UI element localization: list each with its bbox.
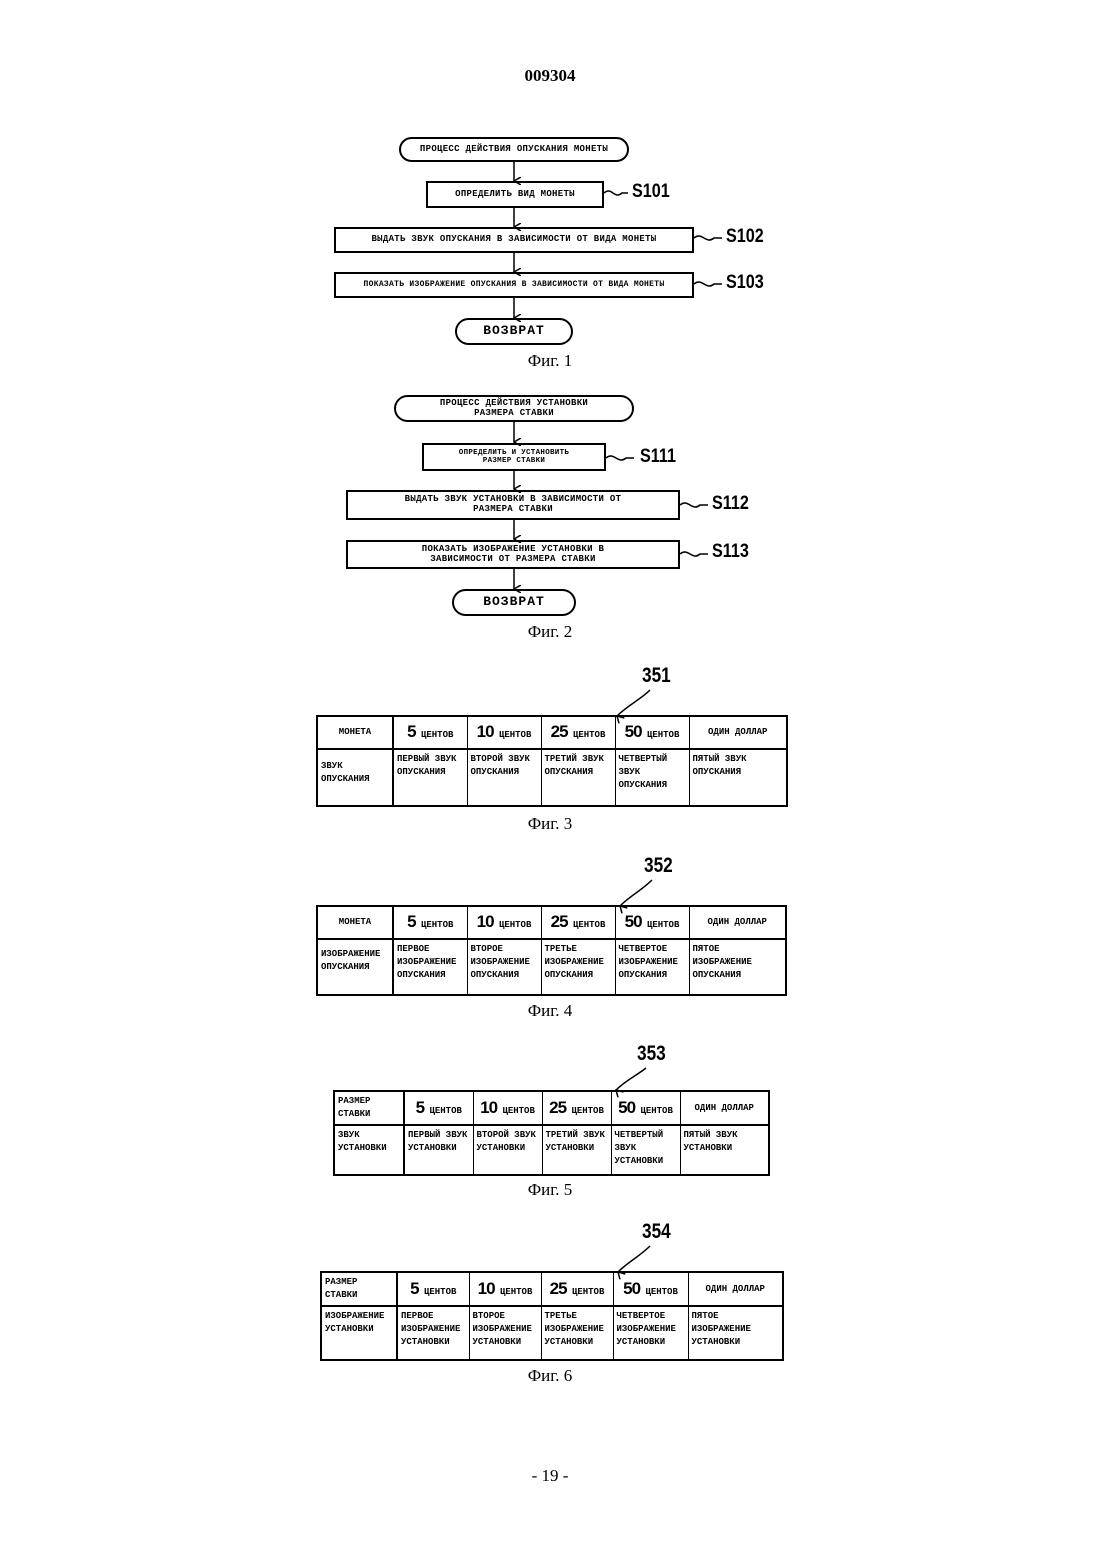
- table-353: РАЗМЕР СТАВКИ 5 ЦЕНТОВ 10 ЦЕНТОВ 25 ЦЕНТ…: [333, 1090, 770, 1176]
- table-354-col-50: 50 ЦЕНТОВ: [613, 1272, 688, 1306]
- fig2-caption: Фиг. 2: [450, 622, 650, 642]
- table-354-col-dollar: ОДИН ДОЛЛАР: [688, 1272, 783, 1306]
- fig1-return-terminal: ВОЗВРАТ: [455, 318, 573, 345]
- fig2-step-s112: ВЫДАТЬ ЗВУК УСТАНОВКИ В ЗАВИСИМОСТИ ОТ Р…: [346, 490, 680, 520]
- fig2-start-terminal: ПРОЦЕСС ДЕЙСТВИЯ УСТАНОВКИ РАЗМЕРА СТАВК…: [394, 395, 634, 422]
- table-353-col-dollar: ОДИН ДОЛЛАР: [680, 1091, 769, 1125]
- table-352-cell: ПЕРВОЕ ИЗОБРАЖЕНИЕ ОПУСКАНИЯ: [393, 939, 467, 995]
- fig1-caption: Фиг. 1: [450, 351, 650, 371]
- table-352-cell: ВТОРОЕ ИЗОБРАЖЕНИЕ ОПУСКАНИЯ: [467, 939, 541, 995]
- table-351-col-25: 25 ЦЕНТОВ: [541, 716, 615, 749]
- table-351-col-5: 5 ЦЕНТОВ: [393, 716, 467, 749]
- table-353-col-5: 5 ЦЕНТОВ: [404, 1091, 473, 1125]
- table-354-row-first: ИЗОБРАЖЕНИЕ УСТАНОВКИ: [321, 1306, 397, 1360]
- fig3-caption: Фиг. 3: [450, 814, 650, 834]
- table-351-cell: ТРЕТИЙ ЗВУК ОПУСКАНИЯ: [541, 749, 615, 806]
- table-352-col-50: 50 ЦЕНТОВ: [615, 906, 689, 939]
- table-354-cell: ПЯТОЕ ИЗОБРАЖЕНИЕ УСТАНОВКИ: [688, 1306, 783, 1360]
- fig2-label-s111: S111: [640, 446, 676, 468]
- table-351-cell: ПЯТЫЙ ЗВУК ОПУСКАНИЯ: [689, 749, 787, 806]
- fig1-step-s101: ОПРЕДЕЛИТЬ ВИД МОНЕТЫ: [426, 181, 604, 208]
- fig2-return-terminal: ВОЗВРАТ: [452, 589, 576, 616]
- table-352-ref: 352: [644, 854, 673, 878]
- table-354-cell: ВТОРОЕ ИЗОБРАЖЕНИЕ УСТАНОВКИ: [469, 1306, 541, 1360]
- table-351-col-dollar: ОДИН ДОЛЛАР: [689, 716, 787, 749]
- page-number: - 19 -: [0, 1466, 1100, 1486]
- fig4-caption: Фиг. 4: [450, 1001, 650, 1021]
- table-351-cell: ВТОРОЙ ЗВУК ОПУСКАНИЯ: [467, 749, 541, 806]
- table-354-cell: ЧЕТВЕРТОЕ ИЗОБРАЖЕНИЕ УСТАНОВКИ: [613, 1306, 688, 1360]
- table-354: РАЗМЕР СТАВКИ 5 ЦЕНТОВ 10 ЦЕНТОВ 25 ЦЕНТ…: [320, 1271, 784, 1361]
- table-353-col-25: 25 ЦЕНТОВ: [542, 1091, 611, 1125]
- fig1-label-s102: S102: [726, 226, 764, 248]
- fig2-label-s113: S113: [712, 541, 749, 563]
- table-352-cell: ТРЕТЬЕ ИЗОБРАЖЕНИЕ ОПУСКАНИЯ: [541, 939, 615, 995]
- fig5-caption: Фиг. 5: [450, 1180, 650, 1200]
- table-353-header-first: РАЗМЕР СТАВКИ: [334, 1091, 404, 1125]
- table-354-col-10: 10 ЦЕНТОВ: [469, 1272, 541, 1306]
- fig1-start-terminal: ПРОЦЕСС ДЕЙСТВИЯ ОПУСКАНИЯ МОНЕТЫ: [399, 137, 629, 162]
- fig1-label-s101: S101: [632, 181, 670, 203]
- fig2-label-s112: S112: [712, 493, 749, 515]
- table-351: МОНЕТА 5 ЦЕНТОВ 10 ЦЕНТОВ 25 ЦЕНТОВ 50 Ц…: [316, 715, 788, 807]
- table-352-col-25: 25 ЦЕНТОВ: [541, 906, 615, 939]
- fig1-label-s103: S103: [726, 272, 764, 294]
- table-352: МОНЕТА 5 ЦЕНТОВ 10 ЦЕНТОВ 25 ЦЕНТОВ 50 Ц…: [316, 905, 787, 996]
- table-351-cell: ЧЕТВЕРТЫЙ ЗВУК ОПУСКАНИЯ: [615, 749, 689, 806]
- table-354-ref: 354: [642, 1220, 671, 1244]
- fig2-step-s111: ОПРЕДЕЛИТЬ И УСТАНОВИТЬ РАЗМЕР СТАВКИ: [422, 443, 606, 471]
- fig1-step-s103: ПОКАЗАТЬ ИЗОБРАЖЕНИЕ ОПУСКАНИЯ В ЗАВИСИМ…: [334, 272, 694, 298]
- table-351-cell: ПЕРВЫЙ ЗВУК ОПУСКАНИЯ: [393, 749, 467, 806]
- table-354-cell: ПЕРВОЕ ИЗОБРАЖЕНИЕ УСТАНОВКИ: [397, 1306, 469, 1360]
- table-354-header-first: РАЗМЕР СТАВКИ: [321, 1272, 397, 1306]
- table-354-cell: ТРЕТЬЕ ИЗОБРАЖЕНИЕ УСТАНОВКИ: [541, 1306, 613, 1360]
- table-353-col-10: 10 ЦЕНТОВ: [473, 1091, 542, 1125]
- table-351-header-first: МОНЕТА: [317, 716, 393, 749]
- table-351-ref: 351: [642, 664, 671, 688]
- table-353-cell: ПЕРВЫЙ ЗВУК УСТАНОВКИ: [404, 1125, 473, 1175]
- table-353-cell: ТРЕТИЙ ЗВУК УСТАНОВКИ: [542, 1125, 611, 1175]
- table-353-cell: ВТОРОЙ ЗВУК УСТАНОВКИ: [473, 1125, 542, 1175]
- fig2-step-s113: ПОКАЗАТЬ ИЗОБРАЖЕНИЕ УСТАНОВКИ В ЗАВИСИМ…: [346, 540, 680, 569]
- fig1-step-s102: ВЫДАТЬ ЗВУК ОПУСКАНИЯ В ЗАВИСИМОСТИ ОТ В…: [334, 227, 694, 253]
- table-353-cell: ЧЕТВЕРТЫЙ ЗВУК УСТАНОВКИ: [611, 1125, 680, 1175]
- table-352-cell: ЧЕТВЕРТОЕ ИЗОБРАЖЕНИЕ ОПУСКАНИЯ: [615, 939, 689, 995]
- table-352-col-5: 5 ЦЕНТОВ: [393, 906, 467, 939]
- table-354-col-5: 5 ЦЕНТОВ: [397, 1272, 469, 1306]
- table-352-row-first: ИЗОБРАЖЕНИЕ ОПУСКАНИЯ: [317, 939, 393, 995]
- table-352-header-first: МОНЕТА: [317, 906, 393, 939]
- table-352-cell: ПЯТОЕ ИЗОБРАЖЕНИЕ ОПУСКАНИЯ: [689, 939, 786, 995]
- table-351-col-10: 10 ЦЕНТОВ: [467, 716, 541, 749]
- table-352-col-dollar: ОДИН ДОЛЛАР: [689, 906, 786, 939]
- fig6-caption: Фиг. 6: [450, 1366, 650, 1386]
- table-353-row-first: ЗВУК УСТАНОВКИ: [334, 1125, 404, 1175]
- table-353-cell: ПЯТЫЙ ЗВУК УСТАНОВКИ: [680, 1125, 769, 1175]
- table-351-row-first: ЗВУК ОПУСКАНИЯ: [317, 749, 393, 806]
- table-353-col-50: 50 ЦЕНТОВ: [611, 1091, 680, 1125]
- table-351-col-50: 50 ЦЕНТОВ: [615, 716, 689, 749]
- table-352-col-10: 10 ЦЕНТОВ: [467, 906, 541, 939]
- table-353-ref: 353: [637, 1042, 666, 1066]
- table-354-col-25: 25 ЦЕНТОВ: [541, 1272, 613, 1306]
